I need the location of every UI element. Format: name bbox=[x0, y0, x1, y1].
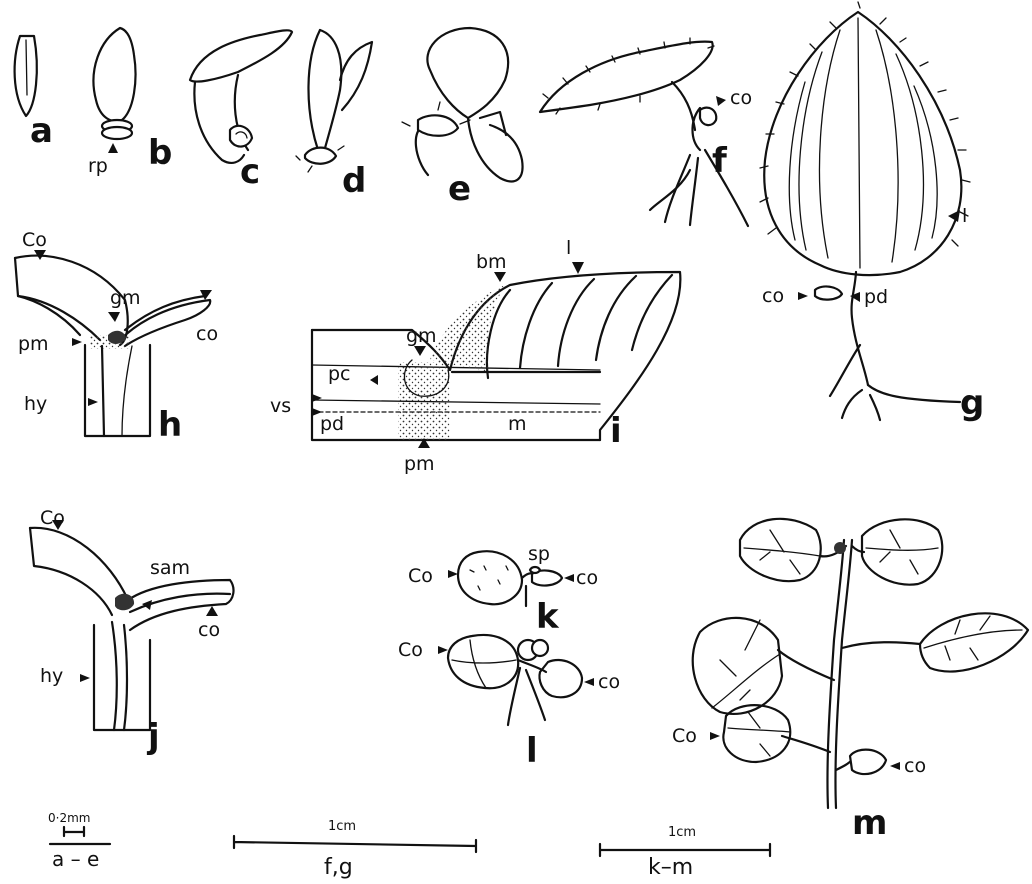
panel-f-drawing bbox=[540, 38, 748, 226]
panel-a-letter: a bbox=[30, 111, 53, 151]
label-rp: rp bbox=[88, 155, 108, 177]
panel-m-letter: m bbox=[852, 803, 887, 843]
panel-j-letter: j bbox=[146, 717, 160, 757]
panel-e-drawing bbox=[402, 28, 523, 181]
panel-c-letter: c bbox=[240, 152, 260, 192]
label-i-m: m bbox=[508, 413, 527, 435]
scale-bar-f-g: 1cm f,g bbox=[234, 819, 476, 880]
label-h-hy: hy bbox=[24, 393, 47, 415]
label-h-Co: Co bbox=[22, 229, 47, 251]
panel-k-letter: k bbox=[536, 597, 560, 637]
label-j-Co: Co bbox=[40, 507, 65, 529]
label-j-sam: sam bbox=[150, 557, 190, 579]
panel-d-letter: d bbox=[342, 161, 366, 201]
panel-i-drawing bbox=[312, 262, 680, 448]
label-i-vs: vs bbox=[270, 395, 291, 417]
label-l-Co: Co bbox=[398, 639, 423, 661]
label-g-co: co bbox=[762, 285, 784, 307]
label-i-pc: pc bbox=[328, 363, 351, 385]
label-m-Co: Co bbox=[672, 725, 697, 747]
panel-i-letter: i bbox=[610, 411, 622, 451]
scale-bar-a-e: 0·2mm a – e bbox=[48, 811, 110, 871]
scale-bar-f-g-label: f,g bbox=[324, 855, 353, 880]
panel-l-letter: l bbox=[526, 731, 538, 771]
panel-b-letter: b bbox=[148, 133, 172, 173]
panel-h-letter: h bbox=[158, 405, 182, 445]
panel-g-drawing bbox=[760, 2, 970, 420]
label-l-co: co bbox=[598, 671, 620, 693]
label-k-co: co bbox=[576, 567, 598, 589]
label-f-co: co bbox=[730, 87, 752, 109]
label-h-co: co bbox=[196, 323, 218, 345]
label-g-pd: pd bbox=[864, 286, 888, 308]
panel-e-letter: e bbox=[448, 169, 471, 209]
label-k-sp: sp bbox=[528, 543, 550, 565]
panel-d-drawing bbox=[296, 30, 372, 172]
scale-bar-k-m-label: k–m bbox=[648, 855, 693, 880]
label-h-pm: pm bbox=[18, 333, 49, 355]
panel-f-letter: f bbox=[712, 141, 728, 181]
label-k-Co: Co bbox=[408, 565, 433, 587]
panel-c-drawing bbox=[190, 30, 292, 163]
scale-bar-f-g-value: 1cm bbox=[328, 819, 356, 834]
scale-bar-k-m-value: 1cm bbox=[668, 825, 696, 840]
panel-m-drawing bbox=[693, 519, 1028, 808]
label-i-pm: pm bbox=[404, 453, 435, 475]
label-i-pd: pd bbox=[320, 413, 344, 435]
panel-b-drawing bbox=[93, 28, 135, 153]
label-h-gm: gm bbox=[110, 287, 141, 309]
label-j-hy: hy bbox=[40, 665, 63, 687]
scale-bar-a-e-label: a – e bbox=[52, 847, 99, 871]
label-i-gm: gm bbox=[406, 325, 437, 347]
scale-bar-k-m: 1cm k–m bbox=[600, 825, 770, 880]
panel-a-drawing bbox=[15, 36, 37, 116]
panel-l-drawing bbox=[438, 635, 594, 725]
panel-g-letter: g bbox=[960, 383, 984, 423]
label-m-co: co bbox=[904, 755, 926, 777]
label-g-l: l bbox=[962, 205, 967, 227]
scale-bar-a-e-value: 0·2mm bbox=[48, 811, 90, 825]
label-i-bm: bm bbox=[476, 251, 507, 273]
label-j-co: co bbox=[198, 619, 220, 641]
label-i-l: l bbox=[566, 237, 571, 259]
